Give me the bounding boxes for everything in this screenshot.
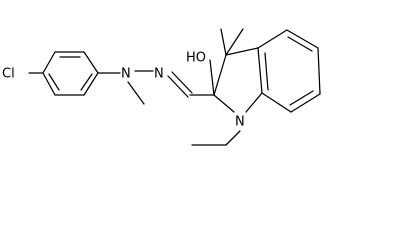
double-bond-n-c bbox=[167, 75, 189, 98]
bond bbox=[83, 72, 99, 96]
nitrogen-imine-label: N bbox=[154, 67, 164, 82]
ethyl-bond bbox=[225, 130, 241, 146]
bond bbox=[225, 47, 259, 56]
bond bbox=[286, 29, 319, 49]
aromatic-bond bbox=[287, 36, 313, 52]
bond bbox=[83, 51, 99, 74]
aromatic-bond bbox=[80, 73, 93, 91]
chlorophenyl-ring bbox=[42, 51, 99, 96]
bond bbox=[213, 94, 235, 113]
benzo-ring bbox=[257, 29, 321, 113]
bond bbox=[213, 54, 227, 96]
indoline-five-ring bbox=[213, 47, 263, 113]
methyl-bond bbox=[127, 81, 145, 105]
bond bbox=[245, 92, 263, 113]
bond bbox=[42, 72, 56, 96]
bond bbox=[261, 92, 292, 113]
aromatic-bond bbox=[289, 90, 314, 106]
methyl-bond bbox=[220, 28, 227, 56]
aromatic-bond bbox=[48, 73, 60, 91]
chemical-structure: Cl N N HO N bbox=[2, 28, 321, 146]
nitrogen-ring-label: N bbox=[235, 115, 245, 130]
double-bond-n-c bbox=[171, 71, 193, 94]
nitrogen-methyl-label: N bbox=[121, 67, 131, 82]
bond bbox=[42, 51, 56, 74]
bond bbox=[317, 47, 321, 95]
bond bbox=[290, 93, 321, 113]
aromatic-bond bbox=[264, 52, 269, 91]
chlorine-atom-label: Cl bbox=[2, 67, 15, 82]
bond bbox=[257, 29, 288, 49]
methyl-bond bbox=[225, 28, 244, 56]
bond bbox=[257, 47, 263, 94]
hydroxyl-label: HO bbox=[186, 51, 206, 66]
bond-c2-oh bbox=[209, 59, 215, 96]
